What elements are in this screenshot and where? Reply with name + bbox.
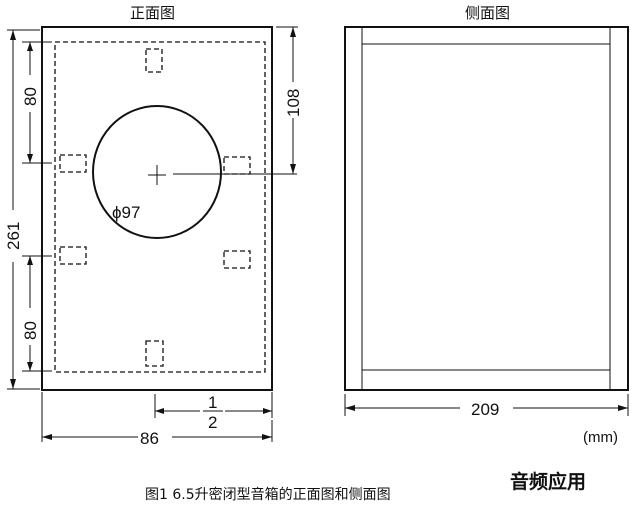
dim-top-80 — [22, 41, 52, 164]
dim-209 — [344, 394, 629, 416]
dim-86-label: 86 — [140, 429, 159, 448]
figure-caption: 图1 6.5升密闭型音箱的正面图和侧面图 — [145, 486, 391, 503]
dim-top-80-label: 80 — [21, 87, 40, 106]
dim-bottom-80-label: 80 — [21, 321, 40, 340]
mounting-blocks — [59, 48, 251, 367]
dim-261-label: 261 — [4, 222, 23, 250]
front-panel-inner-dashed — [54, 41, 266, 373]
dim-86 — [41, 392, 273, 442]
side-panel-outline — [344, 26, 629, 391]
dim-108-label: 108 — [284, 89, 303, 117]
brand-watermark: 音频应用 — [510, 470, 586, 493]
dim-108 — [276, 26, 298, 174]
dim-half-denominator: 2 — [208, 413, 217, 432]
dim-half — [154, 392, 273, 418]
dim-half-numerator: 1 — [208, 393, 217, 412]
front-panel-outline — [41, 26, 273, 391]
speaker-hole — [92, 105, 222, 239]
unit-label: (mm) — [583, 429, 618, 446]
hole-diameter-label: ϕ97 — [112, 203, 140, 222]
side-view-title: 侧面图 — [465, 4, 510, 22]
dim-209-label: 209 — [471, 400, 499, 419]
front-view-title: 正面图 — [130, 4, 175, 22]
dim-261 — [7, 29, 40, 390]
dim-bottom-80 — [22, 255, 52, 372]
